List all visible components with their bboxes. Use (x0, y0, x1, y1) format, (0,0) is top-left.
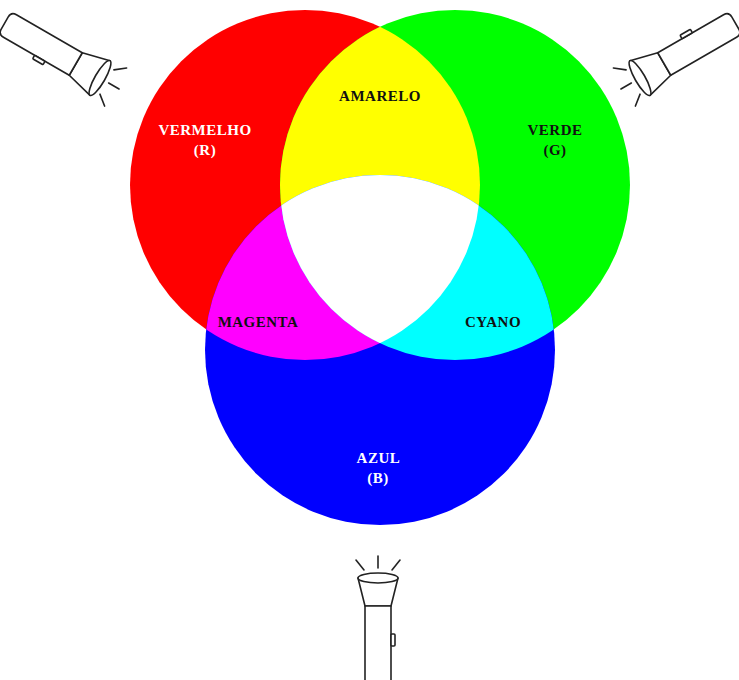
white-overlap (205, 175, 555, 525)
magenta-overlap (205, 175, 555, 525)
magenta-label: MAGENTA (218, 312, 299, 332)
circle-label: VERDE (G) (527, 120, 582, 161)
cyan-label: CYANO (465, 312, 521, 332)
circle-fill (205, 175, 555, 525)
yellow-label: AMARELO (339, 86, 421, 106)
flashlight-blue (356, 556, 400, 680)
circle-label: AZUL (B) (357, 448, 400, 489)
circle-label: VERMELHO (R) (158, 120, 251, 161)
flashlight-red (0, 4, 130, 108)
cyan-overlap (205, 175, 555, 525)
blue-light-circle: AZUL (B) (205, 175, 555, 525)
flashlight-green (610, 4, 739, 108)
yellow-overlap (280, 10, 630, 360)
